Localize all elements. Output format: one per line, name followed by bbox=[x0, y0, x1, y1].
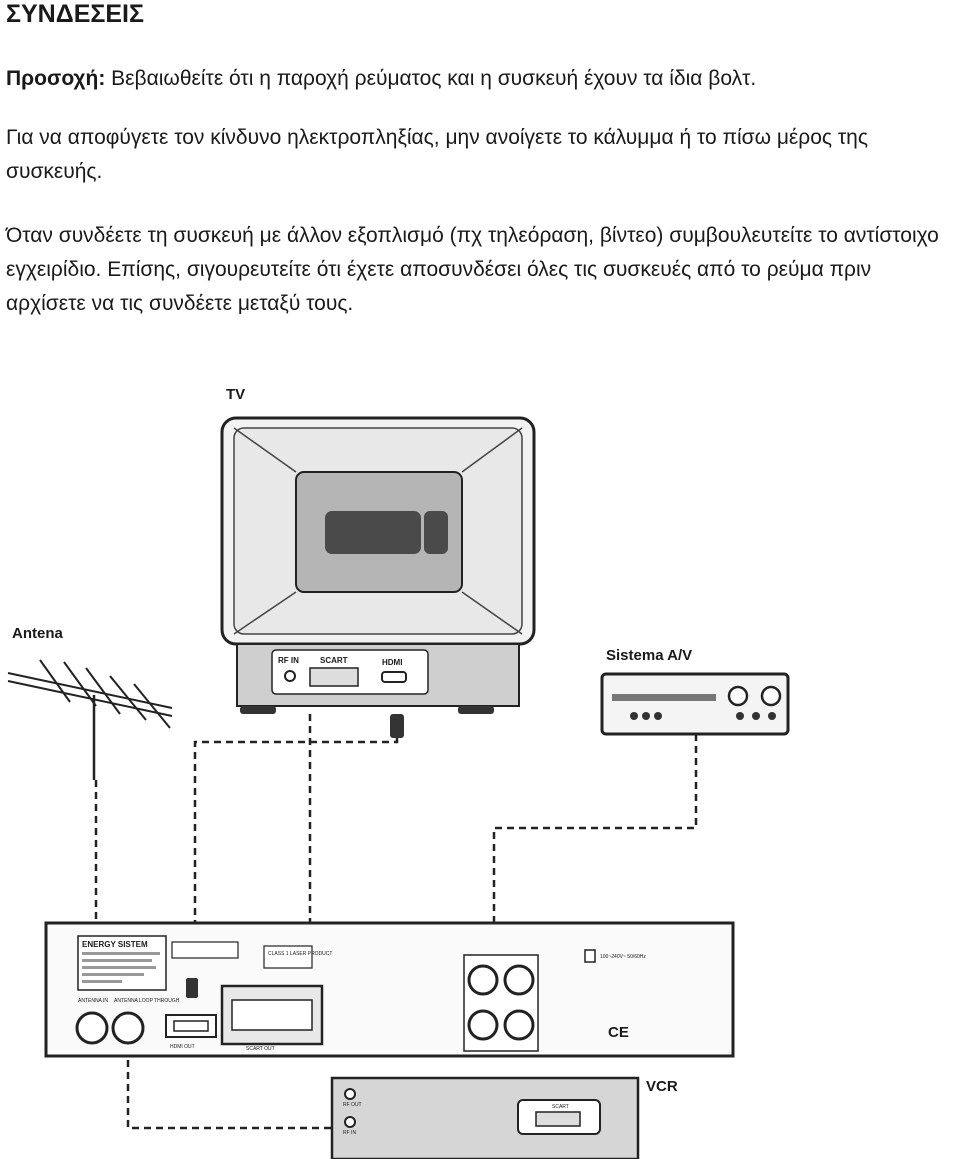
laser-label: CLASS 1 LASER PRODUCT bbox=[268, 951, 332, 957]
tv-label: TV bbox=[226, 386, 245, 403]
antenna-loop-label: ANTENNA LOOP THROUGH bbox=[114, 998, 180, 1004]
antenna-in-label: ANTENNA IN bbox=[78, 998, 108, 1004]
receiver-brand: ENERGY SISTEM bbox=[82, 940, 148, 949]
vcr-illustration: RF OUT RF IN SCART bbox=[330, 1076, 640, 1159]
caution-text: Βεβαιωθείτε ότι η παροχή ρεύματος και η … bbox=[105, 67, 757, 90]
tv-hdmi-label: HDMI bbox=[382, 658, 402, 667]
vcr-rf-out-label: RF OUT bbox=[343, 1102, 362, 1108]
av-system-label: Sistema A/V bbox=[606, 647, 692, 664]
antenna-label: Antena bbox=[12, 625, 63, 642]
connection-instructions-paragraph: Όταν συνδέετε τη συσκευή με άλλον εξοπλι… bbox=[6, 224, 939, 315]
tv-illustration: RF IN SCART HDMI bbox=[220, 416, 536, 714]
receiver-back-panel: ENERGY SISTEM CLASS 1 LASER PRODUCT ANTE… bbox=[44, 921, 735, 1058]
shock-warning-paragraph: Για να αποφύγετε τον κίνδυνο ηλεκτροπληξ… bbox=[6, 126, 868, 183]
vcr-scart-label: SCART bbox=[552, 1104, 569, 1110]
caution-label: Προσοχή: bbox=[6, 67, 106, 90]
caution-paragraph: Προσοχή: Βεβαιωθείτε ότι η παροχή ρεύματ… bbox=[6, 62, 956, 96]
tv-scart-label: SCART bbox=[320, 656, 348, 665]
power-label: 100~240V~ 50/60Hz bbox=[600, 954, 646, 960]
antenna-illustration bbox=[7, 659, 173, 780]
vcr-rf-in-label: RF IN bbox=[343, 1130, 356, 1136]
page-title: ΣΥΝΔΕΣΕΙΣ bbox=[6, 0, 145, 28]
hdmi-out-label: HDMI OUT bbox=[170, 1044, 195, 1050]
hdmi-plug-icon bbox=[390, 714, 404, 738]
ce-mark: CE bbox=[608, 1024, 629, 1041]
vcr-cable bbox=[126, 1060, 338, 1130]
av-system-cable bbox=[492, 734, 698, 948]
scart-out-label: SCART OUT bbox=[246, 1046, 275, 1052]
tv-rf-in-label: RF IN bbox=[278, 656, 299, 665]
av-system-illustration bbox=[600, 672, 790, 736]
connection-diagram: TV RF IN SCART HDMI Antena Sistema A/V bbox=[7, 386, 790, 1159]
hdmi-cable bbox=[193, 738, 399, 988]
vcr-label: VCR bbox=[646, 1078, 678, 1095]
